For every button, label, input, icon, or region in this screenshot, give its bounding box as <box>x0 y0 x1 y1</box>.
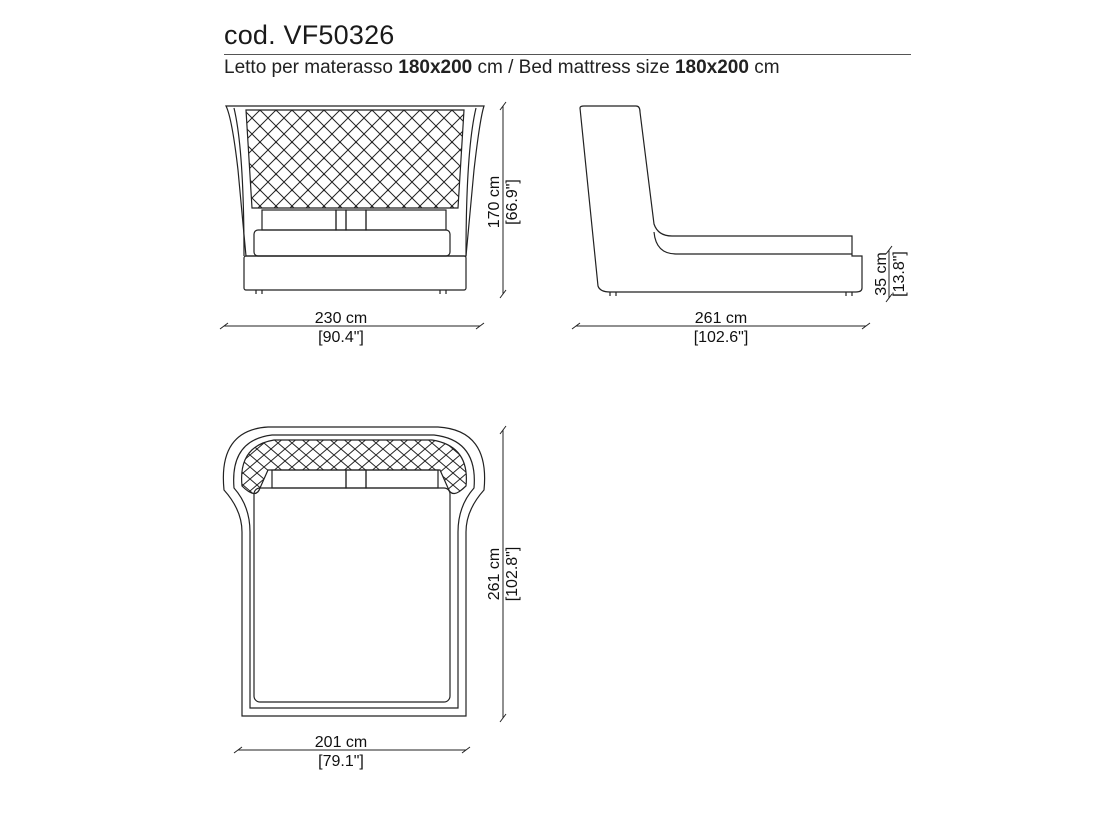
header-rule <box>224 54 911 55</box>
top-outer-outline <box>222 426 486 717</box>
top-inner-outline <box>233 434 475 709</box>
front-mattress <box>253 229 451 257</box>
top-width-dimension: 201 cm [79.1"] <box>233 734 471 770</box>
front-width-dimension: 230 cm [90.4"] <box>219 310 485 346</box>
top-width-cm: 201 cm <box>315 734 367 751</box>
size-en: 180x200 <box>674 57 749 78</box>
top-length-cm: 261 cm <box>486 548 503 600</box>
front-height-in: [66.9"] <box>504 179 521 225</box>
side-height-dimension: 35 cm [13.8"] <box>873 245 908 303</box>
front-height-cm: 170 cm <box>486 176 503 228</box>
side-outline <box>579 105 863 293</box>
unit-en: cm <box>748 57 780 78</box>
side-length-in: [102.6"] <box>694 329 749 346</box>
front-quilting <box>245 109 465 209</box>
top-pillow-right <box>365 469 439 489</box>
size-it: 180x200 <box>398 57 473 78</box>
front-pillow-left <box>261 209 337 231</box>
side-cushion <box>653 231 852 255</box>
side-view <box>579 105 863 296</box>
front-height-dimension: 170 cm [66.9"] <box>486 101 521 299</box>
top-pillow-left <box>271 469 347 489</box>
front-width-cm: 230 cm <box>315 310 367 327</box>
front-view <box>225 105 485 294</box>
top-mattress <box>253 487 451 703</box>
side-length-dimension: 261 cm [102.6"] <box>571 310 871 346</box>
mattress-size-line: Letto per materasso 180x200 cm / Bed mat… <box>224 55 914 81</box>
front-width-in: [90.4"] <box>318 329 364 346</box>
side-height-cm: 35 cm <box>873 252 890 296</box>
front-pillow-mid-right <box>345 209 367 231</box>
front-left-frame <box>233 107 245 257</box>
front-pillow-right <box>365 209 447 231</box>
product-code: cod. VF50326 <box>224 20 395 50</box>
side-height-in: [13.8"] <box>891 251 908 297</box>
front-base <box>243 255 467 291</box>
subtitle-it: Letto per materasso <box>224 57 399 78</box>
header: cod. VF50326 Letto per materasso 180x200… <box>224 18 914 81</box>
top-length-in: [102.8"] <box>504 547 521 602</box>
top-pillow-mid <box>345 469 367 489</box>
front-pillow-mid-left <box>335 209 347 231</box>
side-length-cm: 261 cm <box>695 310 747 327</box>
top-length-dimension: 261 cm [102.8"] <box>486 425 521 723</box>
top-quilting <box>241 439 467 495</box>
top-width-in: [79.1"] <box>318 753 364 770</box>
top-view <box>222 426 486 717</box>
front-right-frame <box>465 107 477 257</box>
subtitle-en: cm / Bed mattress size <box>472 57 675 78</box>
